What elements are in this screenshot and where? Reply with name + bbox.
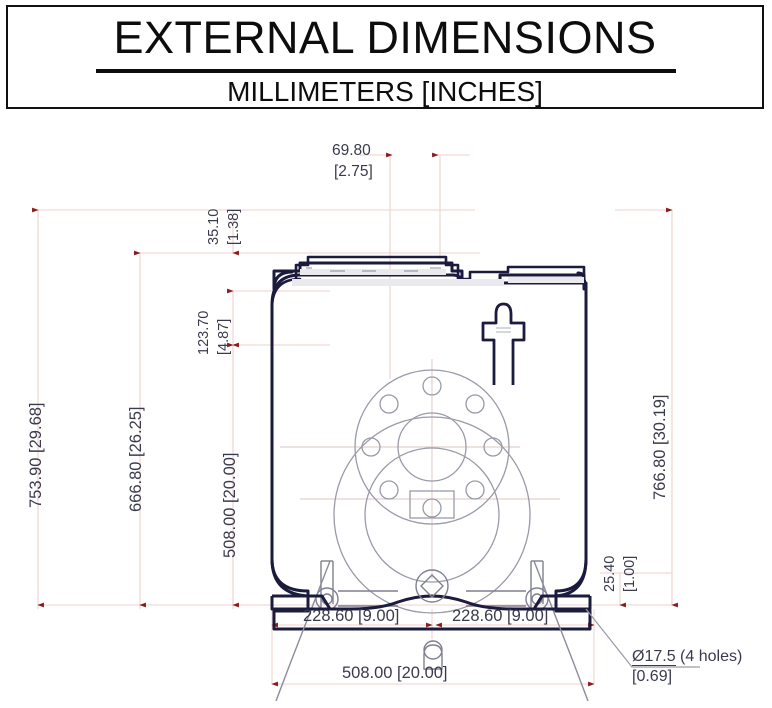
mounting-holes-diameter: Ø17.5 — [632, 648, 676, 666]
dim-text-foot-span-left: 228.60 [9.00] — [303, 607, 400, 625]
base-plate — [270, 596, 592, 611]
dimension-lines — [32, 152, 678, 687]
bolt-flange — [354, 369, 510, 525]
relief-valve-stem — [481, 302, 526, 385]
cover-hatch-band — [292, 269, 584, 286]
dim-text-flange-height-inch: [4.87] — [216, 318, 232, 355]
drain-plug — [415, 569, 449, 603]
dim-text-foot-height-mm: 25.40 — [602, 555, 618, 592]
dim-text-top-plate-inch: [1.38] — [226, 208, 242, 245]
relief-valve-hatch — [496, 327, 511, 333]
dim-text-centerline-height: 508.00 [20.00] — [221, 452, 239, 558]
cover-bolt-boss — [423, 640, 443, 670]
inspection-cover — [333, 416, 531, 614]
mounting-holes-callout: Ø17.5 (4 holes) — [632, 647, 742, 667]
flange-outer-circle — [354, 369, 510, 525]
dim-text-flange-height-mm: 123.70 — [196, 310, 212, 355]
dim-text-top-plate-mm: 35.10 — [206, 208, 222, 245]
dim-text-body-height: 666.80 [26.25] — [127, 406, 145, 512]
top-cover-plate — [270, 255, 586, 309]
dim-text-foot-height-inch: [1.00] — [622, 555, 638, 592]
title-underline — [96, 69, 676, 73]
cover-outer-circle — [333, 416, 531, 614]
dim-text-foot-span-right: 228.60 [9.00] — [452, 607, 549, 625]
dim-text-overall-height-left: 753.90 [29.68] — [27, 402, 45, 508]
flange-bore — [397, 412, 467, 482]
clamp-handle-left — [315, 560, 398, 611]
dim-text-top-offset-mm: 69.80 — [332, 142, 371, 159]
title-subtitle: MILLIMETERS [INCHES] — [227, 76, 543, 107]
support-leg-left — [275, 560, 331, 702]
mounting-holes-inch: [0.69] — [632, 668, 673, 685]
body-shell — [272, 261, 586, 291]
clamp-handle-right — [466, 560, 549, 611]
cover-inner-circle — [364, 447, 500, 583]
page-title: EXTERNAL DIMENSIONS — [113, 12, 657, 63]
title-block: EXTERNAL DIMENSIONS MILLIMETERS [INCHES] — [6, 5, 764, 109]
dim-text-overall-height-right: 766.80 [30.19] — [651, 394, 669, 500]
technical-drawing — [32, 152, 700, 702]
mounting-holes-qty: (4 holes) — [680, 648, 743, 665]
cover-hatch-ticks — [306, 267, 441, 272]
dim-text-overall-width: 508.00 [20.00] — [342, 664, 448, 682]
hole-callout-leader — [585, 608, 700, 668]
cover-nameplate — [409, 490, 455, 519]
dim-text-top-offset-inch: [2.75] — [334, 163, 373, 180]
